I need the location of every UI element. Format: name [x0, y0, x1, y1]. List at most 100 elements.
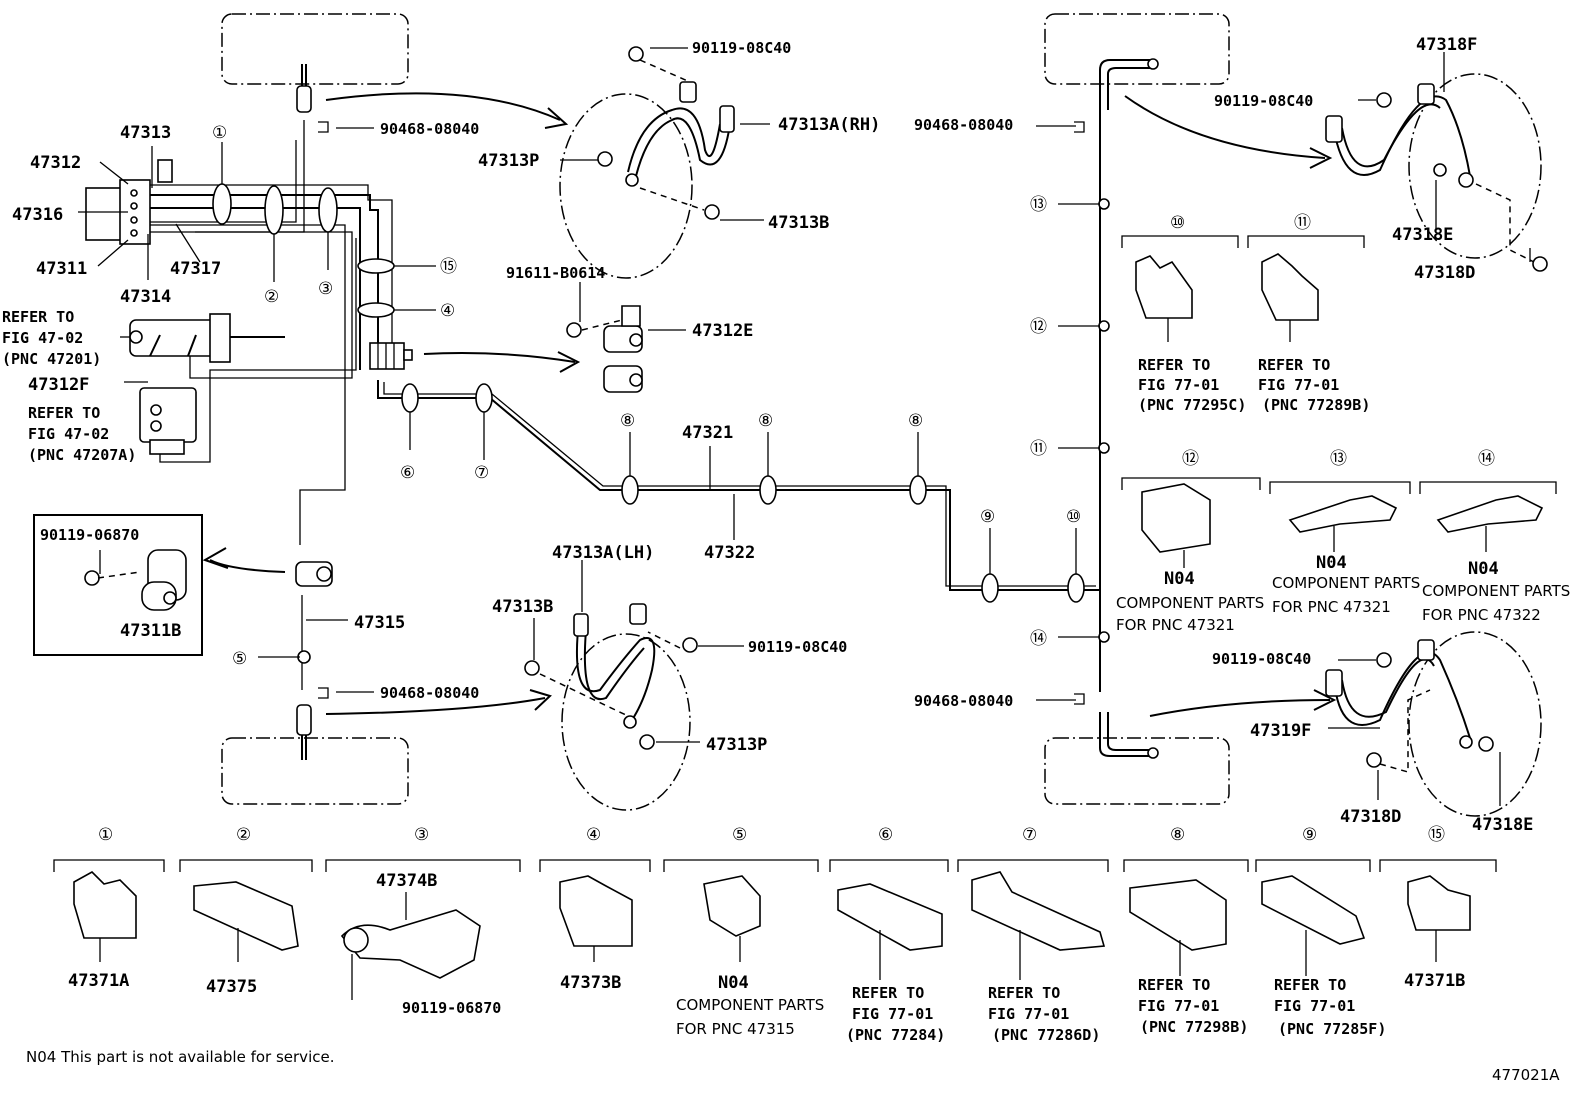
top-callout-13: ⑬	[1330, 449, 1347, 469]
label-90119-08C40-fl: 90119-08C40	[748, 638, 847, 656]
label-47318E-bottom: 47318E	[1472, 815, 1533, 835]
label-47317: 47317	[170, 259, 221, 279]
rear-lh-flex-hose	[1325, 639, 1494, 773]
label-47313A-RH: 47313A(RH)	[778, 115, 880, 135]
actuator-block	[85, 159, 173, 245]
n04-14: N04	[1468, 559, 1499, 579]
bottom-callout-7: ⑦	[1022, 825, 1037, 845]
label-47312: 47312	[30, 153, 81, 173]
n04-13: N04	[1316, 553, 1347, 573]
callout-13: ⑬	[1030, 195, 1047, 215]
lower-clip	[295, 561, 333, 587]
bottom-callout-4: ④	[586, 825, 601, 845]
refer-47207A-line1: REFER TO	[28, 404, 100, 422]
rear-rh-flex-hose	[1325, 83, 1548, 272]
comp13-line1: COMPONENT PARTS	[1272, 574, 1420, 592]
junction-block	[369, 342, 413, 370]
label-47313A-LH: 47313A(LH)	[552, 543, 654, 563]
label-47318D-top: 47318D	[1414, 263, 1475, 283]
comp14-line2: FOR PNC 47322	[1422, 606, 1541, 624]
b8-line2: FIG 77-01	[1138, 997, 1219, 1015]
flow-arrows	[202, 92, 1337, 717]
comp12-line2: FOR PNC 47321	[1116, 616, 1235, 634]
b8-line1: REFER TO	[1138, 976, 1210, 994]
label-47313: 47313	[120, 123, 171, 143]
label-47318D-bottom: 47318D	[1340, 807, 1401, 827]
callout-6: ⑥	[400, 463, 415, 483]
top-callout-11: ⑪	[1294, 213, 1311, 233]
refer-47201-line2: FIG 47-02	[2, 329, 83, 347]
top-callout-10: ⑩	[1170, 213, 1185, 233]
callout-2: ②	[264, 287, 279, 307]
label-47315: 47315	[354, 613, 405, 633]
b5-line2: FOR PNC 47315	[676, 1020, 795, 1038]
master-cylinder	[129, 313, 285, 363]
label-47371A: 47371A	[68, 971, 129, 991]
bracket-47312E	[566, 305, 643, 393]
rear-lh-caliper-outline	[1408, 631, 1542, 817]
label-90468-08040-upper-right: 90468-08040	[914, 116, 1013, 134]
label-47319F: 47319F	[1250, 721, 1311, 741]
ref10-line2: FIG 77-01	[1138, 376, 1219, 394]
bottom-callout-3: ③	[414, 825, 429, 845]
label-47374B: 47374B	[376, 871, 437, 891]
b9-line3: (PNC 77285F)	[1278, 1020, 1386, 1038]
label-47313P-top: 47313P	[478, 151, 539, 171]
callout-14: ⑭	[1030, 629, 1047, 649]
callout-4: ④	[440, 301, 455, 321]
refer-47207A-line3: (PNC 47207A)	[28, 446, 136, 464]
top-callout-12: ⑫	[1182, 449, 1199, 469]
callout-9: ⑨	[980, 507, 995, 527]
figure-id: 477021A	[1492, 1066, 1560, 1084]
label-91611-B0614: 91611-B0614	[506, 264, 605, 282]
tube-clamps	[212, 183, 1110, 664]
bottom-callout-9: ⑨	[1302, 825, 1317, 845]
comp13-line2: FOR PNC 47321	[1272, 598, 1391, 616]
label-90119-06870-bottom: 90119-06870	[402, 999, 501, 1017]
comp12-line1: COMPONENT PARTS	[1116, 594, 1264, 612]
top-callout-14: ⑭	[1478, 449, 1495, 469]
label-47311B: 47311B	[120, 621, 181, 641]
label-47322: 47322	[704, 543, 755, 563]
rear-lh-wheel-outline	[1044, 737, 1230, 805]
label-90119-08C40-rr-bottom: 90119-08C40	[1212, 650, 1311, 668]
b7-line2: FIG 77-01	[988, 1005, 1069, 1023]
refer-47201-line3: (PNC 47201)	[2, 350, 101, 368]
b6-line3: (PNC 77284)	[846, 1026, 945, 1044]
label-47318E-top: 47318E	[1392, 225, 1453, 245]
label-90468-08040-lower-left: 90468-08040	[380, 684, 479, 702]
b7-line3: (PNC 77286D)	[992, 1026, 1100, 1044]
callout-10: ⑩	[1066, 507, 1081, 527]
label-47371B: 47371B	[1404, 971, 1465, 991]
leader-lines	[78, 47, 1531, 806]
label-47313P-bottom: 47313P	[706, 735, 767, 755]
label-90468-08040-lower-right: 90468-08040	[914, 692, 1013, 710]
bottom-callout-8: ⑧	[1170, 825, 1185, 845]
label-90468-08040-upper-left: 90468-08040	[380, 120, 479, 138]
callout-8c: ⑧	[908, 411, 923, 431]
label-47312F: 47312F	[28, 375, 89, 395]
n04-12: N04	[1164, 569, 1195, 589]
ref11-line2: FIG 77-01	[1258, 376, 1339, 394]
b5-line1: COMPONENT PARTS	[676, 996, 824, 1014]
front-lh-wheel-outline	[221, 737, 409, 805]
bracket-47311B	[84, 549, 187, 611]
label-47316: 47316	[12, 205, 63, 225]
bottom-parts-row	[53, 859, 1497, 1000]
comp14-line1: COMPONENT PARTS	[1422, 582, 1570, 600]
callout-7: ⑦	[474, 463, 489, 483]
bottom-callout-2: ②	[236, 825, 251, 845]
label-47318F: 47318F	[1416, 35, 1477, 55]
front-rh-flex-hose	[597, 46, 735, 220]
b8-line3: (PNC 77298B)	[1140, 1018, 1248, 1036]
part-labels: 47313 47312 47316 47311 47317 47314 REFE…	[2, 35, 1570, 1084]
proportioning-valve	[139, 387, 197, 455]
b6-line1: REFER TO	[852, 984, 924, 1002]
rear-rh-caliper-outline	[1408, 73, 1542, 259]
callout-3: ③	[318, 279, 333, 299]
callout-1: ①	[212, 123, 227, 143]
detail-box-47311B	[33, 514, 203, 656]
label-47373B: 47373B	[560, 973, 621, 993]
ref11-line1: REFER TO	[1258, 356, 1330, 374]
